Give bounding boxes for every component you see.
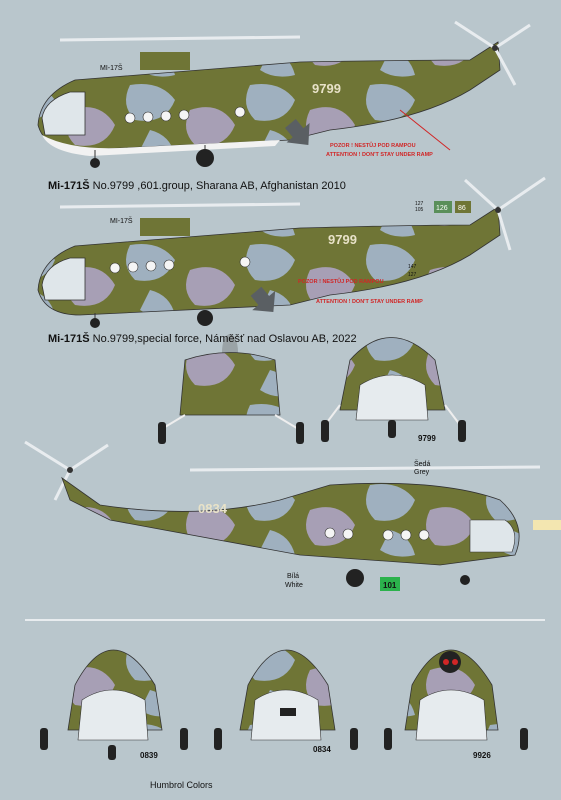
fuselage-3 <box>61 476 520 566</box>
serial-2: 9799 <box>328 232 357 247</box>
tail-mark-a: 126 <box>436 205 448 212</box>
tail-rotor-3 <box>24 440 109 501</box>
front-serial-4: 9926 <box>473 751 491 760</box>
main-rotor-2 <box>59 202 301 209</box>
front-view-2: 0839 <box>25 619 200 760</box>
fuselage-1 <box>37 41 501 151</box>
tail-rotor-1 <box>454 20 531 86</box>
badge-text: 101 <box>383 581 397 590</box>
nose-code-2: MI-17Š <box>110 216 133 225</box>
main-rotor-3 <box>189 465 541 472</box>
cockpit-2 <box>41 257 86 301</box>
front-view-4: 9926 <box>370 619 545 760</box>
main-rotor-1 <box>59 35 301 42</box>
white-label-en: White <box>285 582 303 589</box>
front-view-3: 0834 <box>200 619 370 754</box>
helicopter-side-view-1: MI-17Š 9799 POZOR ! NESTŮJ POD RAMPOU AT… <box>37 20 531 168</box>
caption-2-model: Mi-171Š <box>48 333 90 345</box>
helicopter-side-view-3: 0834 Šedá Grey Bílá White 101 <box>24 440 561 591</box>
white-label-cz: Bílá <box>287 573 299 580</box>
footer-label: Humbrol Colors <box>150 780 213 790</box>
badge-101 <box>380 577 400 591</box>
helicopter-side-view-2: MI-17Š 9799 POZOR ! NESTŮJ POD RAMPOU AT… <box>37 176 546 328</box>
tail-rotor-2 <box>463 176 546 251</box>
grey-label-en: Grey <box>414 469 430 476</box>
caption-2-text: No.9799,special force, Náměšť nad Oslavo… <box>89 333 357 345</box>
rear-view <box>158 334 304 444</box>
small-mark-2: 105 <box>415 207 424 213</box>
small-mark-1: 127 <box>415 201 424 207</box>
serial-3: 0834 <box>198 501 228 516</box>
tail-mark-b: 86 <box>458 205 466 212</box>
caption-2: Mi-171Š No.9799,special force, Náměšť na… <box>48 333 357 345</box>
warning-cz-1: POZOR ! NESTŮJ POD RAMPOU <box>330 141 416 149</box>
caption-1-model: Mi-171Š <box>48 180 90 192</box>
warning-cz-2: POZOR ! NESTŮJ POD RAMPOU <box>298 277 384 285</box>
front-serial-2: 0839 <box>140 751 158 760</box>
cockpit-1 <box>41 91 86 136</box>
small-mark-4: 127 <box>408 272 417 278</box>
cockpit-3 <box>469 519 516 553</box>
small-mark-3: 147 <box>408 264 417 270</box>
warning-en-1: ATTENTION ! DON'T STAY UNDER RAMP <box>326 152 433 158</box>
caption-1: Mi-171Š No.9799 ,601.group, Sharana AB, … <box>48 180 346 192</box>
front-view-1: 9799 <box>321 337 466 443</box>
nose-code-1: MI-17Š <box>100 63 123 72</box>
caption-1-text: No.9799 ,601.group, Sharana AB, Afghanis… <box>89 180 346 192</box>
front-serial-1: 9799 <box>418 434 436 443</box>
serial-1: 9799 <box>312 81 341 96</box>
warning-en-2: ATTENTION ! DON'T STAY UNDER RAMP <box>316 299 423 305</box>
front-serial-3: 0834 <box>313 745 331 754</box>
grey-label-cz: Šedá <box>414 459 430 468</box>
